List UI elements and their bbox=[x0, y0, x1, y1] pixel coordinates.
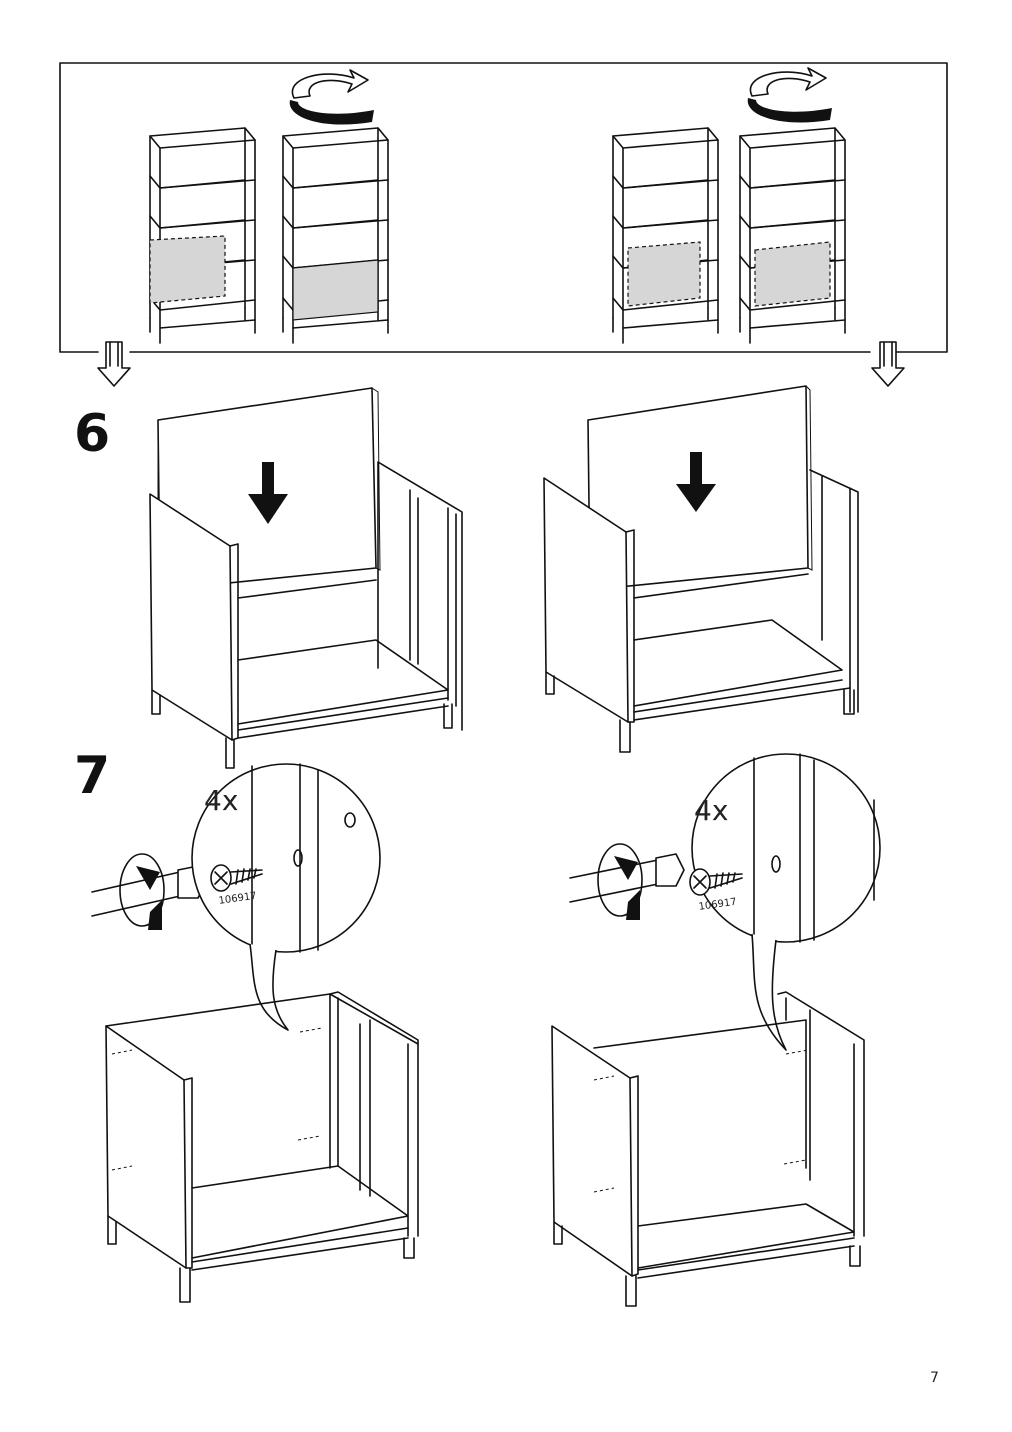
insert-arrow-icon bbox=[248, 462, 288, 524]
overview-right-closed-unit bbox=[739, 127, 846, 344]
page-number: 7 bbox=[930, 1370, 939, 1386]
step7-right-cabinet bbox=[551, 991, 865, 1307]
step-7-number: 7 bbox=[74, 746, 111, 806]
step-6-number: 6 bbox=[74, 404, 111, 464]
screw-quantity-left: 4x bbox=[204, 784, 239, 817]
screw-icon bbox=[210, 864, 263, 892]
step7-left-detail-circle bbox=[191, 763, 381, 1031]
rotate-arrow-icon bbox=[746, 67, 833, 124]
step7-left-cabinet bbox=[105, 991, 419, 1303]
step7-right-detail-circle bbox=[691, 753, 881, 1051]
overview-left-open-unit bbox=[149, 127, 256, 344]
screw-icon bbox=[689, 868, 743, 896]
step6-right-illustration bbox=[543, 385, 859, 753]
screw-quantity-right: 4x bbox=[694, 794, 729, 827]
step7-left-screwdriver bbox=[91, 853, 207, 930]
rotate-arrow-icon bbox=[288, 69, 375, 126]
overview-left-closed-unit bbox=[282, 127, 389, 344]
overview-right-open-unit bbox=[612, 127, 719, 344]
step7-right-screwdriver bbox=[569, 843, 685, 920]
step6-left-illustration bbox=[149, 387, 463, 769]
down-arrow-icon bbox=[871, 341, 905, 387]
overview-frame bbox=[59, 62, 948, 353]
insert-arrow-icon bbox=[676, 452, 716, 512]
down-arrow-icon bbox=[97, 341, 131, 387]
